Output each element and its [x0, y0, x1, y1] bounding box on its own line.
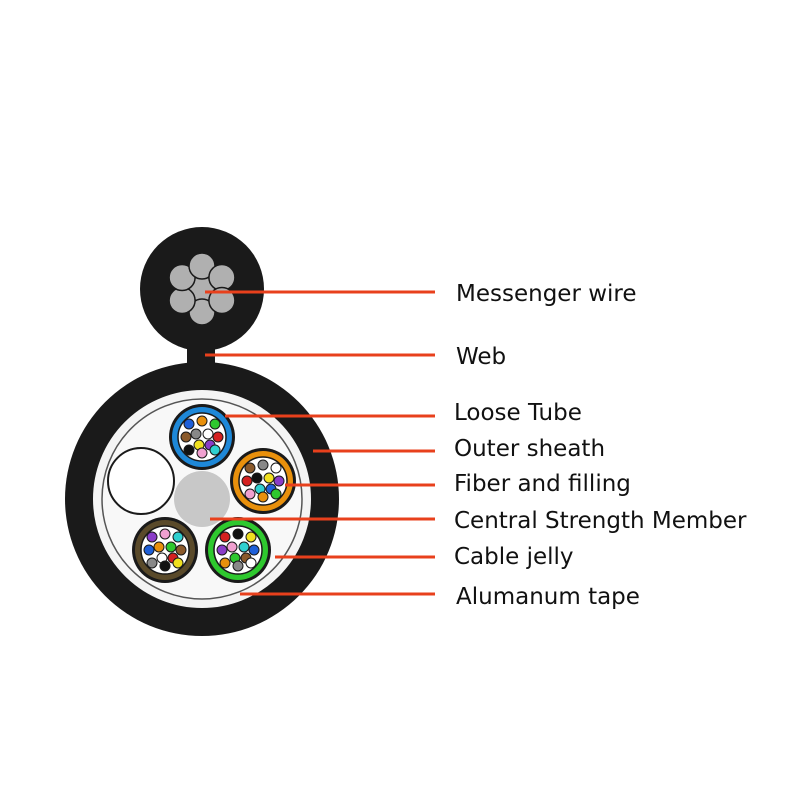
fiber	[216, 544, 228, 556]
fiber	[263, 472, 275, 484]
fiber	[143, 544, 155, 556]
label-web: Web	[456, 344, 506, 370]
label-outer-sheath: Outer sheath	[454, 436, 605, 462]
fiber	[248, 544, 260, 556]
fiber	[270, 462, 282, 474]
label-alumanum-tape: Alumanum tape	[456, 584, 640, 610]
loose-tubes	[132, 404, 296, 583]
fiber	[244, 462, 256, 474]
fiber	[146, 531, 158, 543]
fiber	[270, 488, 282, 500]
fiber	[209, 418, 221, 430]
label-messenger-wire: Messenger wire	[456, 281, 637, 307]
wire-strand	[208, 263, 236, 292]
loose-tube-brown	[132, 517, 198, 583]
fiber	[196, 415, 208, 427]
fiber	[245, 531, 257, 543]
fiber	[257, 491, 269, 503]
wire-strand	[168, 286, 196, 315]
fiber	[183, 418, 195, 430]
label-cable-jelly: Cable jelly	[454, 544, 574, 570]
fiber	[196, 447, 208, 459]
fiber	[273, 475, 285, 487]
fiber	[190, 428, 202, 440]
loose-tube-orange	[230, 448, 296, 514]
fiber	[159, 560, 171, 572]
wire-strand	[208, 286, 236, 315]
central-strength-member	[174, 471, 230, 527]
label-fiber-and-filling: Fiber and filling	[454, 471, 631, 497]
fiber	[183, 444, 195, 456]
fiber	[232, 528, 244, 540]
fiber	[245, 557, 257, 569]
fiber	[226, 541, 238, 553]
filler-rod	[107, 447, 175, 515]
fiber	[153, 541, 165, 553]
fiber	[219, 557, 231, 569]
fiber	[172, 531, 184, 543]
fiber	[212, 431, 224, 443]
fiber	[238, 541, 250, 553]
fiber	[251, 472, 263, 484]
fiber	[202, 428, 214, 440]
messenger-wire-strands	[168, 252, 236, 326]
fiber	[165, 541, 177, 553]
loose-tube-green	[205, 517, 271, 583]
fiber	[244, 488, 256, 500]
fiber	[209, 444, 221, 456]
fiber	[146, 557, 158, 569]
fiber	[241, 475, 253, 487]
fiber	[159, 528, 171, 540]
fiber	[219, 531, 231, 543]
loose-tube-blue	[169, 404, 235, 470]
fiber	[232, 560, 244, 572]
fiber	[175, 544, 187, 556]
fiber	[172, 557, 184, 569]
fiber	[180, 431, 192, 443]
leader-lines	[205, 290, 435, 596]
fiber	[257, 459, 269, 471]
label-central-strength-member: Central Strength Member	[454, 508, 747, 534]
label-loose-tube: Loose Tube	[454, 400, 582, 426]
